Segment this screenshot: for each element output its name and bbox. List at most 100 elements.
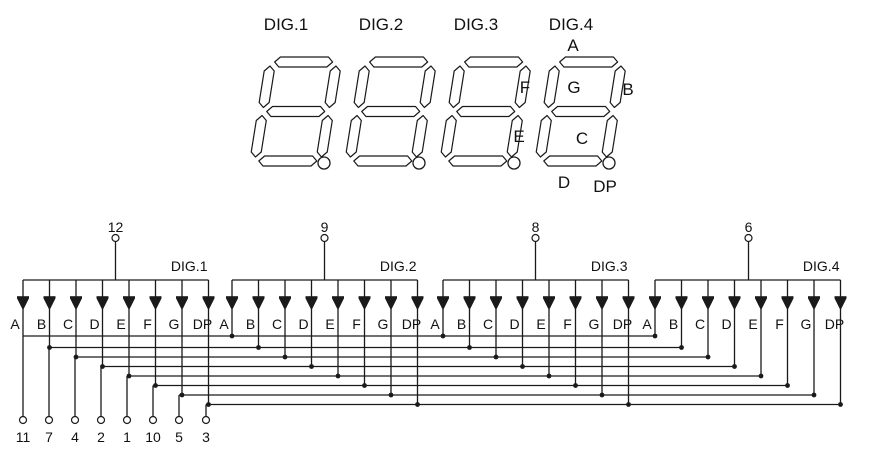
diode-triangle [436,297,450,310]
junction-dot [309,364,314,369]
segment-b [514,65,531,109]
led-diode: C [695,280,715,332]
pin-terminal [174,415,184,425]
segment-tag: C [63,316,73,332]
digit-label: DIG.1 [264,15,308,34]
led-diode: C [483,280,503,332]
led-diode: G [589,280,609,332]
segment-bus-e: 1 [122,312,764,445]
led-diode: G [378,280,398,332]
diode-triangle [225,297,239,310]
led-diode: D [89,280,109,332]
diode-triangle [384,297,398,310]
led-diode: D [721,280,741,332]
junction-dot [362,383,367,388]
diode-triangle [516,297,529,310]
diode-triangle [278,297,292,310]
segment-tag: G [169,316,180,332]
junction-dot [467,345,472,350]
segment-a [559,56,619,68]
junction-dot [206,402,211,407]
pin-number: 11 [16,429,31,445]
junction-dot [599,392,605,398]
junction-dot [758,373,764,379]
junction-dot [73,354,79,360]
diode-triangle [807,297,821,310]
common-pin-terminal [744,233,753,243]
segment-g [456,105,516,118]
segment-tag: DP [613,316,632,332]
junction-dot [732,364,737,369]
led-diode: A [642,280,662,332]
segment-tag: E [748,316,757,332]
pin-number: 4 [71,429,79,445]
diode-triangle [252,297,265,310]
led-diode: B [457,280,476,332]
common-pin-terminal [531,233,540,243]
led-diode: C [63,280,83,332]
diode-triangle [569,297,582,310]
segment-tag: C [483,316,493,332]
diode-triangle [411,297,424,310]
diode-triangle [834,297,847,310]
segment-label-f: F [520,78,530,97]
segment-tag: E [116,316,125,332]
segment-bus-f: 10 [145,312,790,445]
segment-b [609,65,626,109]
pin-terminal [18,415,28,425]
segment-d [543,155,603,167]
digit-3: DIG.3 [440,15,531,170]
junction-dot [520,364,525,369]
led-diode: DP [402,280,424,332]
led-diode: D [298,280,318,332]
diode-triangle [489,297,503,310]
diode-triangle [648,297,662,310]
led-diode: A [10,280,30,332]
segment-bus-a: 11 [16,312,658,445]
led-diode: G [169,280,189,332]
led-diode: E [116,280,136,332]
segment-a [274,56,334,68]
pin-terminal [96,415,106,425]
junction-dot [573,383,578,388]
led-diode: G [801,280,821,332]
segment-tag: DP [402,316,421,332]
segment-e [440,114,457,158]
segment-f [258,65,275,109]
diode-triangle [463,297,476,310]
junction-dot [256,345,261,350]
diode-triangle [542,297,556,310]
led-diode: D [509,280,529,332]
led-diode: E [536,280,556,332]
junction-dot [546,373,552,379]
junction-dot [838,402,843,407]
digit-label: DIG.4 [549,15,593,34]
pin-terminal [148,415,158,425]
led-diode: E [325,280,345,332]
pin-number: 3 [202,429,210,445]
diode-triangle [675,297,688,310]
segment-label-a: A [567,36,579,55]
segment-d [258,155,318,167]
segment-tag: A [642,316,652,332]
segment-label-c: C [576,129,588,148]
diode-triangle [781,297,794,310]
segment-tag: B [37,316,46,332]
segment-tag: D [509,316,519,332]
segment-tag: B [246,316,255,332]
junction-dot [626,402,631,407]
junction-dot [126,373,132,379]
segment-f [448,65,465,109]
led-diode: F [143,280,162,332]
segment-tag: A [219,316,229,332]
junction-dot [440,333,446,339]
segment-label-d: D [558,173,570,192]
common-pin-terminal [111,233,120,243]
junction-dot [282,354,288,360]
digit-label: DIG.3 [454,15,498,34]
junction-dot [415,402,420,407]
common-pin-number: 12 [108,219,124,235]
